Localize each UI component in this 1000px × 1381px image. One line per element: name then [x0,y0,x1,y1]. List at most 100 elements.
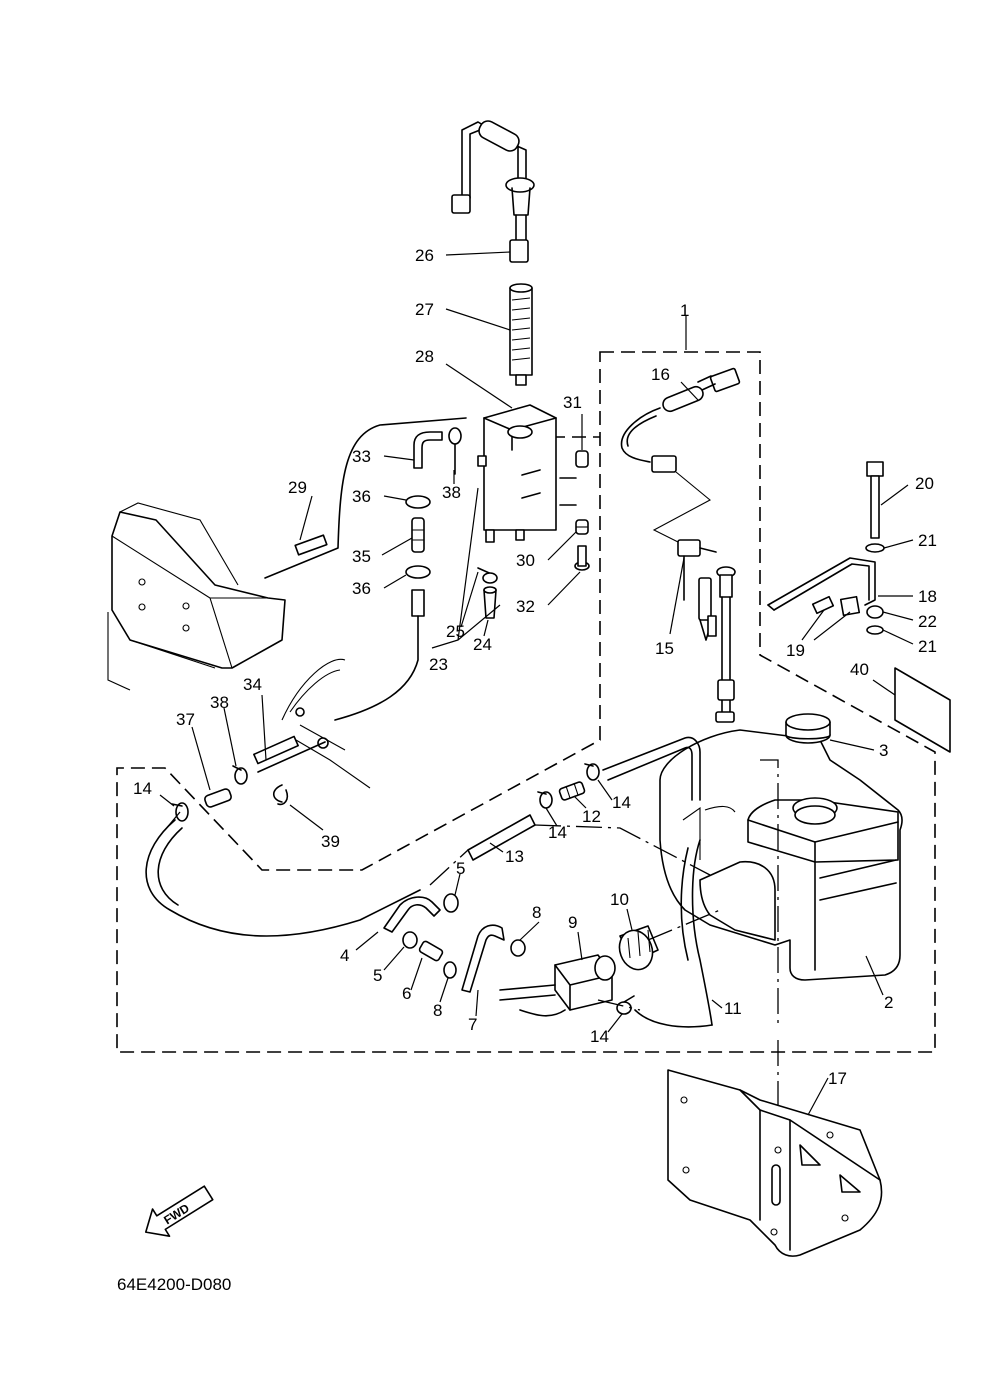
clip-8-upper [510,939,526,957]
breather-hose-29 [264,417,467,579]
clip-5-upper [443,893,459,913]
plug-25-24 [477,567,498,619]
callout-27: 27 [415,300,434,319]
callout-8-upper: 8 [532,903,541,922]
callout-38-lower: 38 [210,693,229,712]
callout-21-upper: 21 [918,531,937,550]
callout-14-right: 14 [612,793,631,812]
routing-line-3 [647,909,721,941]
clamp-39 [272,784,289,806]
callout-33: 33 [352,447,371,466]
routing-line-7 [597,999,641,1011]
callout-5-upper: 5 [456,859,465,878]
hose-4 [383,896,441,933]
bracket-line-30-31 [559,477,577,506]
callout-10: 10 [610,890,629,909]
callout-11: 11 [724,999,742,1018]
clip-5-lower [402,931,418,949]
callout-39: 39 [321,832,340,851]
callout-12: 12 [582,807,601,826]
wire-route [652,471,711,549]
callout-2: 2 [884,993,893,1012]
routing-line-1 [429,849,469,886]
callout-31: 31 [563,393,582,412]
callout-3: 3 [879,741,888,760]
sub-oil-tank [477,404,557,543]
hose-11-inner [680,847,689,961]
joint-37 [204,788,232,808]
clip-38-upper [448,427,462,475]
clip-14-left [171,802,189,822]
callout-labels: 26 27 28 1 16 31 33 38 36 29 35 36 30 32… [133,246,937,1088]
nut-22 [866,605,884,619]
callout-6: 6 [402,984,411,1003]
hose-33 [413,431,443,469]
callout-26: 26 [415,246,434,265]
callout-22: 22 [918,612,937,631]
oil-level-sensor-harness [451,120,535,263]
callout-15: 15 [655,639,674,658]
clip-14-mid [537,791,553,809]
oil-tank-2 [659,729,903,981]
routing-line-4 [760,759,779,1025]
hose-7 [461,924,505,993]
strainer-10 [618,925,659,971]
callout-30: 30 [516,551,535,570]
joint-35 [411,517,425,553]
callout-14-mid: 14 [548,823,567,842]
oil-sensor-lead-16 [620,367,741,473]
callout-25: 25 [446,622,465,641]
callout-37: 37 [176,710,195,729]
long-hose-14-inner [157,827,183,906]
bolt-32 [574,545,590,571]
callout-21-lower: 21 [918,637,937,656]
washer-21-upper [865,543,885,553]
bottom-cowling [281,658,371,789]
clip-36-upper [405,495,431,509]
callout-38-upper: 38 [442,483,461,502]
routing-line-6 [164,811,181,831]
callout-35: 35 [352,547,371,566]
grommet-30 [575,519,589,535]
feed-hose [634,1009,713,1028]
fuel-pump-9 [499,954,616,1017]
callout-17: 17 [828,1069,847,1088]
callout-23: 23 [429,655,448,674]
clip-14-right [584,763,600,781]
dampers-19 [811,595,861,617]
callout-9: 9 [568,913,577,932]
callout-7: 7 [468,1015,477,1034]
assembly-1-boundary [116,351,936,1053]
bolt-20 [866,461,884,539]
diagram-code: 64E4200-D080 [117,1275,231,1294]
callout-19: 19 [786,641,805,660]
callout-29: 29 [288,478,307,497]
bracket-17 [667,1069,883,1257]
routing-line-2 [534,824,711,876]
clip-8-lower [443,961,457,979]
grommet-31 [575,450,589,468]
outboard-cowling [107,502,286,691]
callout-36-upper: 36 [352,487,371,506]
callout-14-left: 14 [133,779,152,798]
callout-16: 16 [651,365,670,384]
callout-18: 18 [918,587,937,606]
hose-13 [467,736,701,861]
fwd-arrow-icon: FWD [144,1185,214,1237]
callout-36-lower: 36 [352,579,371,598]
clip-36-lower [405,565,431,579]
long-hose-14 [145,819,421,937]
callout-40: 40 [850,660,869,679]
callout-20: 20 [915,474,934,493]
callout-1: 1 [680,301,689,320]
washer-21-lower [866,625,884,635]
callout-5-lower: 5 [373,966,382,985]
label-40 [894,667,951,753]
oil-tank-cap-3 [785,713,831,744]
callout-14-bottom: 14 [590,1027,609,1046]
callout-34: 34 [243,675,262,694]
callout-4: 4 [340,946,349,965]
tank-band-18 [767,557,876,611]
joint-12 [558,781,586,801]
